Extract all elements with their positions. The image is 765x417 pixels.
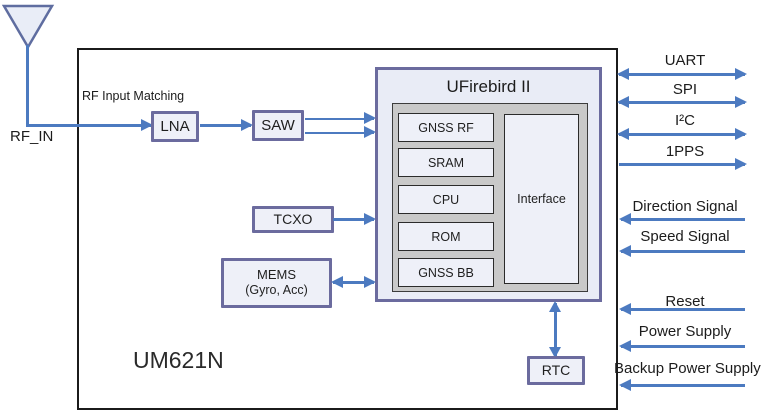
saw-to-chip-arrow-top — [304, 112, 376, 125]
tcxo-label: TCXO — [273, 211, 313, 228]
reset-arrow — [619, 303, 746, 316]
signal-label-direction: Direction Signal — [632, 198, 738, 215]
direction-signal-arrow — [619, 213, 746, 226]
rf-in-label: RF_IN — [10, 128, 54, 145]
subblock-cpu: CPU — [398, 185, 494, 214]
signal-label-1pps: 1PPS — [665, 143, 705, 160]
subblock-gnss-bb: GNSS BB — [398, 258, 494, 287]
lna-label: LNA — [160, 117, 190, 135]
signal-label-reset: Reset — [665, 293, 705, 310]
tcxo-to-chip-arrow — [332, 213, 376, 226]
rf-in-arrow — [26, 119, 153, 132]
rf-input-matching-label: RF Input Matching — [82, 89, 185, 103]
module-name-label: UM621N — [133, 347, 224, 373]
mems-label: MEMS — [257, 267, 296, 283]
rtc-label: RTC — [541, 362, 571, 379]
lna-to-saw-arrow — [199, 119, 253, 132]
signal-label-i2c: I²C — [675, 112, 695, 129]
signal-label-spi: SPI — [672, 81, 698, 98]
subblock-gnss-rf: GNSS RF — [398, 113, 494, 142]
signal-label-speed: Speed Signal — [640, 228, 730, 245]
tcxo-block: TCXO — [252, 206, 334, 233]
saw-to-chip-arrow-bottom — [304, 126, 376, 139]
backup-power-supply-arrow — [619, 379, 746, 392]
chip-rtc-arrow — [549, 301, 562, 358]
antenna-feed-line — [26, 45, 29, 127]
saw-block: SAW — [252, 110, 304, 141]
subblock-rom: ROM — [398, 222, 494, 251]
speed-signal-arrow — [619, 245, 746, 258]
antenna-icon — [1, 4, 55, 50]
mems-sublabel: (Gyro, Acc) — [245, 283, 308, 298]
power-supply-arrow — [619, 340, 746, 353]
uart-arrow — [617, 68, 747, 81]
pps-arrow — [618, 158, 747, 171]
subblock-sram: SRAM — [398, 148, 494, 177]
interface-block: Interface — [504, 114, 579, 284]
lna-block: LNA — [151, 111, 199, 142]
signal-label-backup-power: Backup Power Supply — [614, 360, 761, 377]
chip-title: UFirebird II — [446, 77, 531, 96]
spi-arrow — [617, 96, 747, 109]
saw-label: SAW — [261, 116, 295, 134]
rtc-block: RTC — [527, 356, 585, 385]
mems-chip-arrow — [331, 276, 376, 289]
chip-inner-panel: GNSS RF SRAM CPU ROM GNSS BB Interface — [392, 103, 588, 292]
signal-label-power: Power Supply — [638, 323, 732, 340]
mems-block: MEMS (Gyro, Acc) — [221, 258, 332, 308]
signal-label-uart: UART — [664, 52, 706, 69]
i2c-arrow — [617, 128, 747, 141]
